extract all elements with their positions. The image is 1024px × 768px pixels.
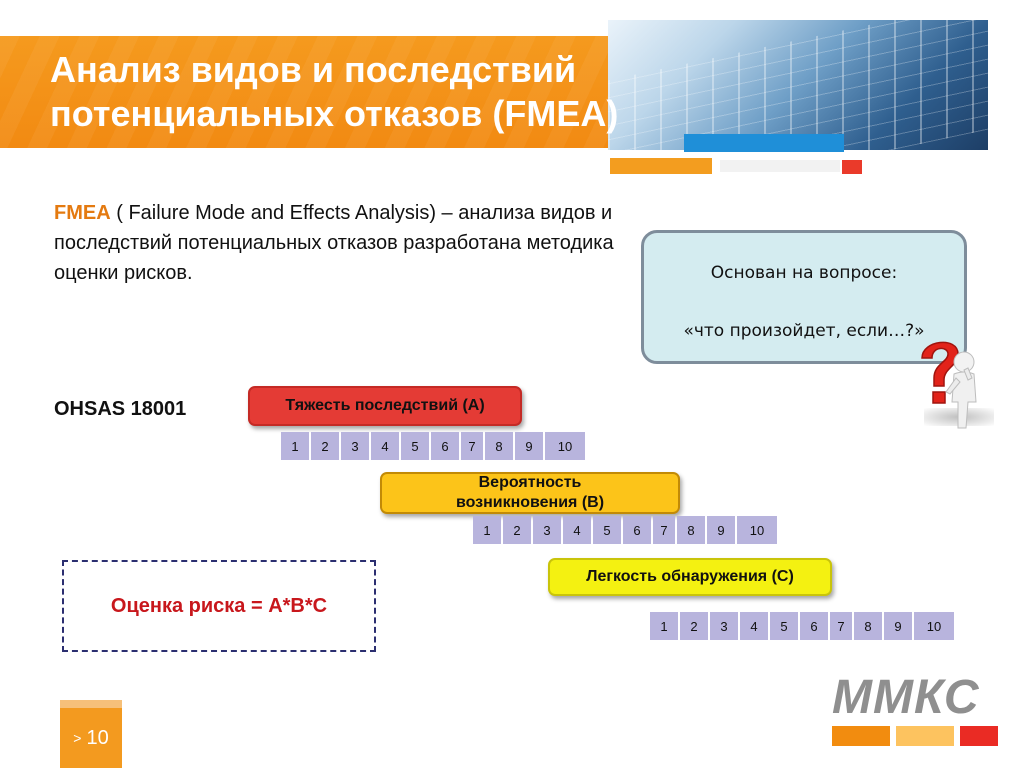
detection-label: Легкость обнаружения (С)	[548, 558, 832, 596]
scale-cell: 7	[830, 612, 852, 640]
scale-cell: 3	[341, 432, 369, 460]
building-photo	[608, 20, 988, 150]
page-arrow: >	[73, 730, 82, 746]
question-mark-person-icon	[921, 341, 977, 429]
intro-text: ( Failure Mode and Effects Analysis) – а…	[54, 202, 614, 284]
scale-cell: 4	[740, 612, 768, 640]
scale-cell: 1	[281, 432, 309, 460]
risk-formula-box: Оценка риска = А*В*С	[62, 560, 376, 652]
scale-cell: 8	[854, 612, 882, 640]
severity-label: Тяжесть последствий (А)	[248, 386, 522, 426]
decor-bar-red	[842, 160, 862, 174]
scale-cell: 5	[401, 432, 429, 460]
callout-line-2: «что произойдет, если…?»	[683, 321, 925, 341]
scale-cell: 6	[623, 516, 651, 544]
decor-bar-gray	[720, 160, 840, 172]
scale-cell: 7	[461, 432, 483, 460]
scale-cell: 1	[650, 612, 678, 640]
scale-cell: 8	[485, 432, 513, 460]
scale-cell: 5	[770, 612, 798, 640]
detection-text: Легкость обнаружения (С)	[586, 568, 794, 585]
scale-cell: 2	[311, 432, 339, 460]
decor-bar-orange	[610, 158, 712, 174]
risk-formula-text: Оценка риска = А*В*С	[110, 594, 328, 617]
decor-bar-blue	[684, 134, 844, 152]
title-line-2: потенциальных отказов (FMEA)	[50, 93, 619, 134]
scale-cell: 6	[431, 432, 459, 460]
standard-label: OHSAS 18001	[54, 398, 187, 420]
title-line-1: Анализ видов и последствий	[50, 49, 577, 90]
page-number-value: 10	[86, 726, 109, 749]
scale-cell: 6	[800, 612, 828, 640]
detection-scale: 1 2 3 4 5 6 7 8 9 10	[650, 612, 954, 640]
scale-cell: 2	[503, 516, 531, 544]
probability-label: Вероятность возникновения (В)	[380, 472, 680, 514]
logo-bar-red	[960, 726, 998, 746]
scale-cell: 9	[515, 432, 543, 460]
scale-cell: 8	[677, 516, 705, 544]
logo-bar-light-orange	[896, 726, 954, 746]
page-number: > 10	[60, 708, 122, 768]
probability-scale: 1 2 3 4 5 6 7 8 9 10	[473, 516, 777, 544]
probability-text: Вероятность возникновения (В)	[455, 474, 605, 511]
logo-bar-orange	[832, 726, 890, 746]
intro-paragraph: FMEA ( Failure Mode and Effects Analysis…	[54, 198, 614, 288]
severity-scale: 1 2 3 4 5 6 7 8 9 10	[281, 432, 585, 460]
scale-cell: 1	[473, 516, 501, 544]
question-callout: Основан на вопросе: «что произойдет, есл…	[641, 230, 967, 364]
scale-cell: 2	[680, 612, 708, 640]
scale-cell: 10	[545, 432, 585, 460]
scale-cell: 5	[593, 516, 621, 544]
severity-text: Тяжесть последствий (А)	[285, 397, 485, 414]
callout-line-1: Основан на вопросе:	[710, 263, 898, 283]
scale-cell: 10	[914, 612, 954, 640]
company-logo: ММКС	[832, 670, 1004, 724]
page-title: Анализ видов и последствий потенциальных…	[50, 48, 750, 136]
fmea-term: FMEA	[54, 202, 111, 224]
scale-cell: 9	[707, 516, 735, 544]
scale-cell: 10	[737, 516, 777, 544]
page-tab-accent	[60, 700, 122, 708]
logo-text: ММКС	[832, 671, 980, 724]
scale-cell: 4	[371, 432, 399, 460]
scale-cell: 3	[710, 612, 738, 640]
scale-cell: 4	[563, 516, 591, 544]
logo-bars	[832, 726, 998, 746]
scale-cell: 7	[653, 516, 675, 544]
scale-cell: 9	[884, 612, 912, 640]
scale-cell: 3	[533, 516, 561, 544]
